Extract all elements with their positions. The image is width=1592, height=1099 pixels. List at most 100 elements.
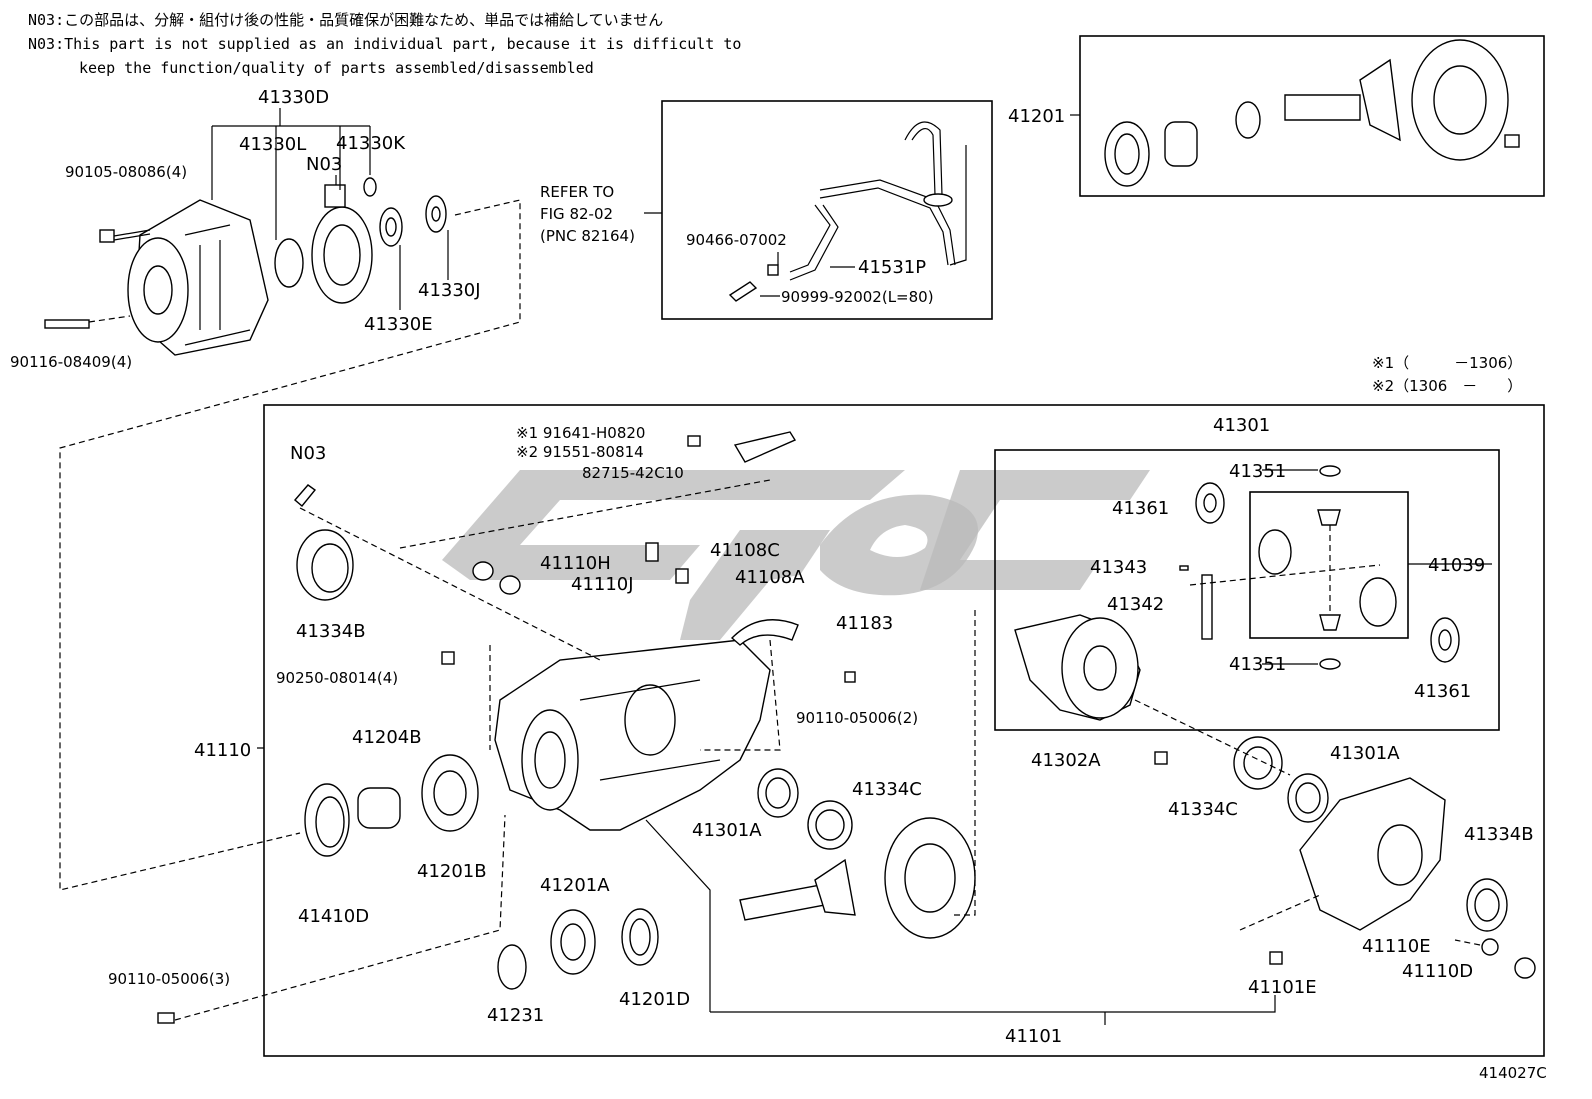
bearing-41301A-right xyxy=(1233,736,1283,790)
plug-41108A xyxy=(675,568,689,584)
refer-line-1: REFER TO xyxy=(540,183,614,201)
washer-41330E xyxy=(379,207,403,247)
label-82715: 82715-42C10 xyxy=(582,464,684,482)
diff-case-41301 xyxy=(1014,614,1141,721)
label-41531P: 41531P xyxy=(858,257,926,278)
bearing-41301A-mid xyxy=(807,800,853,850)
washer-41351-top xyxy=(1319,465,1341,477)
label-41201-top: 41201 xyxy=(1008,106,1065,127)
legend-line-2: ※2（1306 － ） xyxy=(1372,377,1522,395)
pin-90250 xyxy=(441,651,455,665)
refer-line-2: FIG 82-02 xyxy=(540,205,613,223)
plug-41110D xyxy=(1514,957,1536,979)
note-en-2: keep the function/quality of parts assem… xyxy=(79,59,594,77)
note-jp: N03:この部品は、分解・組付け後の性能・品質確保が困難なため、単品では補給して… xyxy=(28,11,664,29)
washer-41361-bottom xyxy=(1430,617,1460,663)
label-N03-main: N03 xyxy=(290,443,326,464)
label-41351-bottom: 41351 xyxy=(1229,654,1286,675)
clip-90466 xyxy=(767,264,779,276)
stud-90116 xyxy=(44,315,131,329)
seal-41334C-mid xyxy=(757,768,799,818)
gasket-41110J xyxy=(499,575,521,595)
label-41410D: 41410D xyxy=(298,906,369,927)
label-90999: 90999-92002(L=80) xyxy=(781,288,934,306)
label-90105: 90105-08086(4) xyxy=(65,163,187,181)
diff-cover-41330D xyxy=(127,199,269,356)
box-41301 xyxy=(994,449,1500,731)
spacer-41231 xyxy=(497,944,527,990)
bolt-41101E xyxy=(1269,951,1283,965)
bolt-90110-a xyxy=(844,671,856,683)
label-41110J: 41110J xyxy=(571,574,634,595)
note-en-1: N03:This part is not supplied as an indi… xyxy=(28,35,742,53)
washer-41361-top xyxy=(1195,482,1225,524)
label-41110E: 41110E xyxy=(1362,936,1431,957)
bolt-91641 xyxy=(687,431,797,463)
bearing-41201A xyxy=(550,909,596,975)
plug-41108C xyxy=(645,542,659,562)
label-41101: 41101 xyxy=(1005,1026,1062,1047)
gear-set-41201 xyxy=(1070,39,1520,187)
label-41330E: 41330E xyxy=(364,314,433,335)
side-cover-41101 xyxy=(1299,777,1446,931)
o-ring-41330L xyxy=(274,238,304,288)
oil-tube-41531P xyxy=(789,121,967,281)
figure-id: 414027C xyxy=(1479,1064,1547,1082)
label-41330K: 41330K xyxy=(336,133,406,154)
plug-41110H xyxy=(472,561,494,581)
pin-41343 xyxy=(1179,565,1189,571)
label-41302A: 41302A xyxy=(1031,750,1101,771)
label-41334B-right: 41334B xyxy=(1464,824,1534,845)
label-41334C-mid: 41334C xyxy=(852,779,922,800)
label-90116: 90116-08409(4) xyxy=(10,353,132,371)
label-41361-bottom: 41361 xyxy=(1414,681,1471,702)
refer-line-3: (PNC 82164) xyxy=(540,227,635,245)
label-41201D: 41201D xyxy=(619,989,690,1010)
nut-41204B xyxy=(357,787,401,829)
seal-41334C-right xyxy=(1287,773,1329,823)
carrier-housing-41110 xyxy=(494,639,771,831)
label-41301: 41301 xyxy=(1213,415,1270,436)
seal-41330K xyxy=(311,184,373,304)
ring-gear xyxy=(884,817,976,939)
label-N03-top: N03 xyxy=(306,154,342,175)
hose-90999 xyxy=(728,281,758,302)
gear-kit-41039 xyxy=(1258,509,1397,631)
label-41201B: 41201B xyxy=(417,861,487,882)
assembly-box-41201 xyxy=(1079,35,1545,197)
label-41330L: 41330L xyxy=(239,134,306,155)
bolt-90105 xyxy=(99,229,151,243)
label-91641: ※1 91641-H0820 xyxy=(516,424,645,442)
gasket-41110E xyxy=(1481,938,1499,956)
o-ring-small-41330K xyxy=(363,177,377,197)
box-41039 xyxy=(1249,491,1409,639)
label-41201A: 41201A xyxy=(540,875,610,896)
box-41110-main xyxy=(263,404,1545,1057)
label-41301A-mid: 41301A xyxy=(692,820,762,841)
label-41110: 41110 xyxy=(194,740,251,761)
label-90466: 90466-07002 xyxy=(686,231,787,249)
label-41351-top: 41351 xyxy=(1229,461,1286,482)
shaft-41342 xyxy=(1201,574,1213,640)
label-41101E: 41101E xyxy=(1248,977,1317,998)
label-41108C: 41108C xyxy=(710,540,780,561)
label-41110D: 41110D xyxy=(1402,961,1473,982)
bolt-41302A xyxy=(1154,751,1168,765)
label-41183: 41183 xyxy=(836,613,893,634)
label-41108A: 41108A xyxy=(735,567,805,588)
bolt-90110-b xyxy=(157,1012,175,1024)
washer-41330J xyxy=(425,195,447,233)
label-41342: 41342 xyxy=(1107,594,1164,615)
label-90110-b: 90110-05006(3) xyxy=(108,970,230,988)
oil-seal-41334B-left xyxy=(296,529,354,601)
seal-41410D xyxy=(304,783,350,857)
label-41361-top: 41361 xyxy=(1112,498,1169,519)
label-90250: 90250-08014(4) xyxy=(276,669,398,687)
legend-line-1: ※1（ －1306） xyxy=(1372,354,1522,372)
label-41301A-right: 41301A xyxy=(1330,743,1400,764)
label-41330J: 41330J xyxy=(418,280,481,301)
oil-seal-41334B-right xyxy=(1466,878,1508,932)
label-41343: 41343 xyxy=(1090,557,1147,578)
bracket-41183 xyxy=(730,619,799,646)
